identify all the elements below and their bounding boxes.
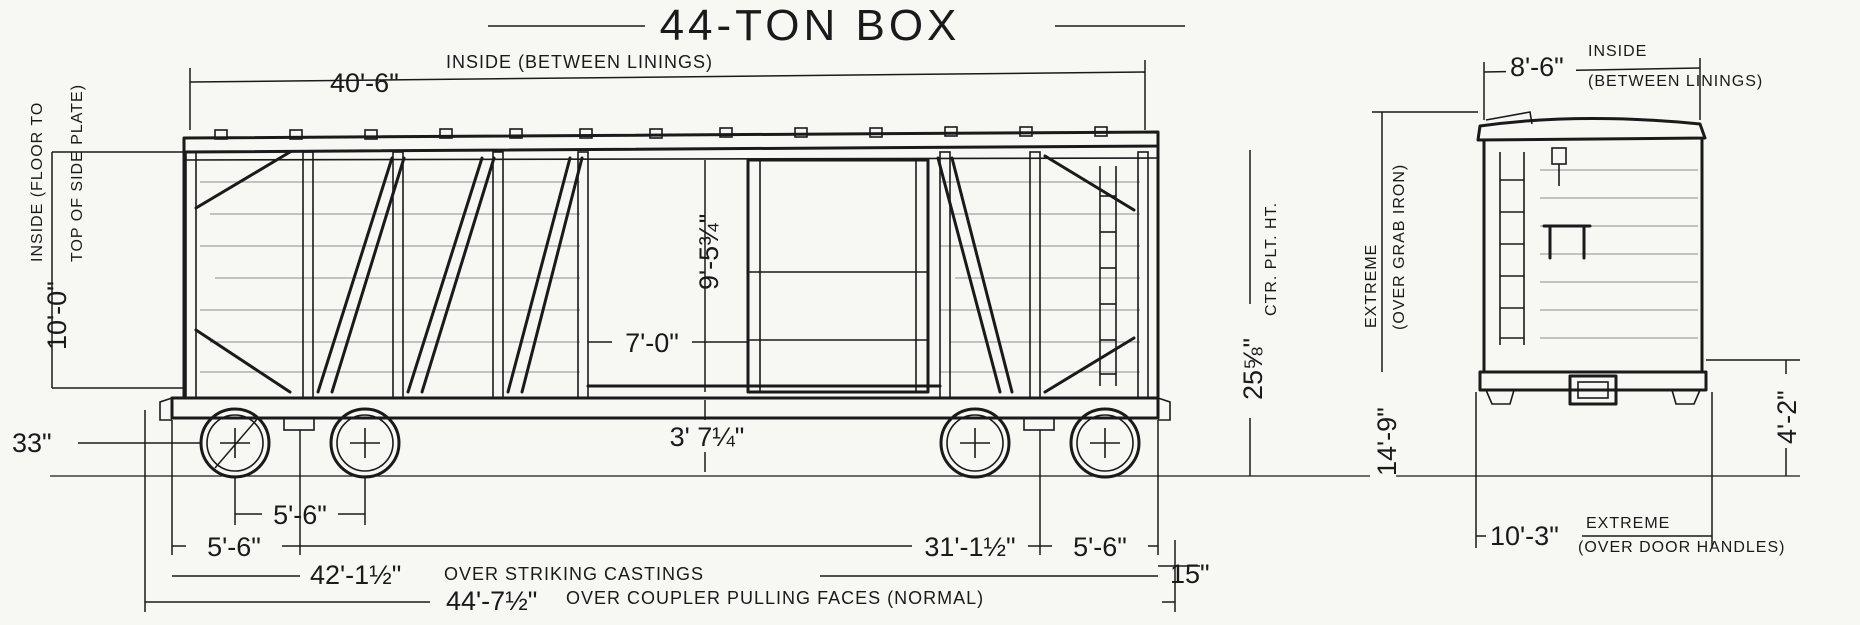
pulling-faces-note: OVER COUPLER PULLING FACES (NORMAL)	[566, 588, 984, 608]
siding-boards	[200, 181, 1140, 373]
dim-platform-height: 3' 7¼"	[656, 400, 758, 472]
coupler-left	[159, 397, 173, 421]
left-bolster-block	[283, 417, 315, 431]
coupler-right	[1157, 397, 1171, 421]
end-to-truck-right-value: 5'-6"	[1073, 532, 1127, 562]
center-sill	[170, 396, 1160, 420]
side-door	[586, 158, 942, 394]
end-ladder	[1099, 166, 1117, 386]
end-ladder-rungs	[1499, 152, 1525, 345]
inside-height-value: 10'-0"	[42, 281, 72, 350]
platform-height-value: 3' 7¼"	[670, 422, 745, 452]
end-elevation	[1476, 111, 1708, 406]
title-block: 44-TON BOX	[488, 1, 1185, 50]
side-elevation	[159, 126, 1171, 479]
dim-inside-height: 10'-0" INSIDE (FLOOR TO TOP OF SIDE PLAT…	[29, 84, 184, 389]
inside-length-value: 40'-6"	[330, 68, 399, 98]
end-sill	[1478, 370, 1708, 392]
dim-inside-length: 40'-6" INSIDE (BETWEEN LININGS)	[189, 52, 1146, 130]
coupler-offset-value: 15"	[1170, 559, 1210, 589]
dim-door-width: 7'-0"	[588, 326, 748, 358]
dim-end-inside-width: 8'-6" INSIDE (BETWEEN LININGS)	[1483, 43, 1763, 120]
end-inside-width-note-2: (BETWEEN LININGS)	[1588, 73, 1763, 90]
inside-length-note: INSIDE (BETWEEN LININGS)	[446, 52, 713, 72]
extreme-height-note-1: EXTREME	[1363, 244, 1380, 328]
dim-truck-spacing: 5'-6" 31'-1½" 5'-6"	[171, 420, 1159, 562]
brake-wheel-mount	[1551, 147, 1567, 165]
side-plate	[183, 157, 1159, 161]
truck-centers-value: 31'-1½"	[924, 532, 1015, 562]
extreme-width-note-2: (OVER DOOR HANDLES)	[1578, 539, 1785, 556]
underframe	[159, 396, 1171, 431]
dim-door-height: 9'-5¾"	[694, 160, 724, 392]
diagonal-braces	[194, 150, 1136, 394]
wheel-diameter-leader	[214, 417, 259, 469]
dim-coupler-offset: 15"	[1158, 540, 1210, 612]
extreme-width-value: 10'-3"	[1490, 521, 1559, 551]
wheel-4	[1069, 407, 1141, 479]
end-coupler	[1568, 374, 1618, 406]
striking-castings-note: OVER STRIKING CASTINGS	[444, 564, 704, 584]
end-journal-right	[1671, 389, 1701, 405]
extreme-height-note-2: (OVER GRAB IRON)	[1391, 164, 1408, 330]
inside-height-note-1: INSIDE (FLOOR TO	[29, 102, 46, 262]
door-width-value: 7'-0"	[625, 328, 679, 358]
extreme-height-value: 14'-9"	[1372, 407, 1402, 476]
dim-pulling-faces: 44'-7½" OVER COUPLER PULLING FACES (NORM…	[144, 410, 1175, 616]
dim-wheel-diameter: 33"	[12, 428, 201, 458]
dim-extreme-width: 10'-3" EXTREME (OVER DOOR HANDLES)	[1475, 392, 1785, 556]
roof-walk-saddles	[214, 126, 1108, 140]
end-inside-width-value: 8'-6"	[1510, 52, 1564, 82]
dim-center-plate: 25⅝" CTR. PLT. HT.	[1238, 150, 1280, 476]
end-inside-width-note-1: INSIDE	[1588, 43, 1647, 60]
handle-height-value: 4'-2"	[1772, 390, 1802, 444]
right-truck	[939, 407, 1141, 479]
extreme-width-note-1: EXTREME	[1586, 515, 1670, 532]
roof	[182, 130, 1160, 154]
end-roof	[1476, 116, 1707, 142]
inside-height-note-2: TOP OF SIDE PLATE)	[69, 84, 86, 262]
drawing-title: 44-TON BOX	[660, 1, 961, 50]
door-height-value: 9'-5¾"	[694, 214, 724, 290]
door-panel	[746, 158, 930, 394]
right-bolster-block	[1023, 417, 1055, 431]
center-plate-note: CTR. PLT. HT.	[1263, 202, 1280, 316]
pulling-faces-value: 44'-7½"	[446, 586, 537, 616]
end-to-truck-left-value: 5'-6"	[207, 532, 261, 562]
striking-castings-value: 42'-1½"	[310, 560, 401, 590]
dim-extreme-height: 14'-9" EXTREME (OVER GRAB IRON)	[1363, 111, 1478, 482]
end-journal-left	[1485, 389, 1515, 405]
wheel-diameter-value: 33"	[12, 428, 52, 458]
wheel-3	[939, 407, 1011, 479]
end-boards	[1540, 169, 1698, 339]
end-running-board	[1485, 111, 1533, 125]
end-step	[1542, 224, 1592, 260]
car-body	[182, 144, 1160, 400]
dim-handle-height: 4'-2"	[1706, 359, 1802, 476]
center-plate-value: 25⅝"	[1238, 338, 1268, 400]
